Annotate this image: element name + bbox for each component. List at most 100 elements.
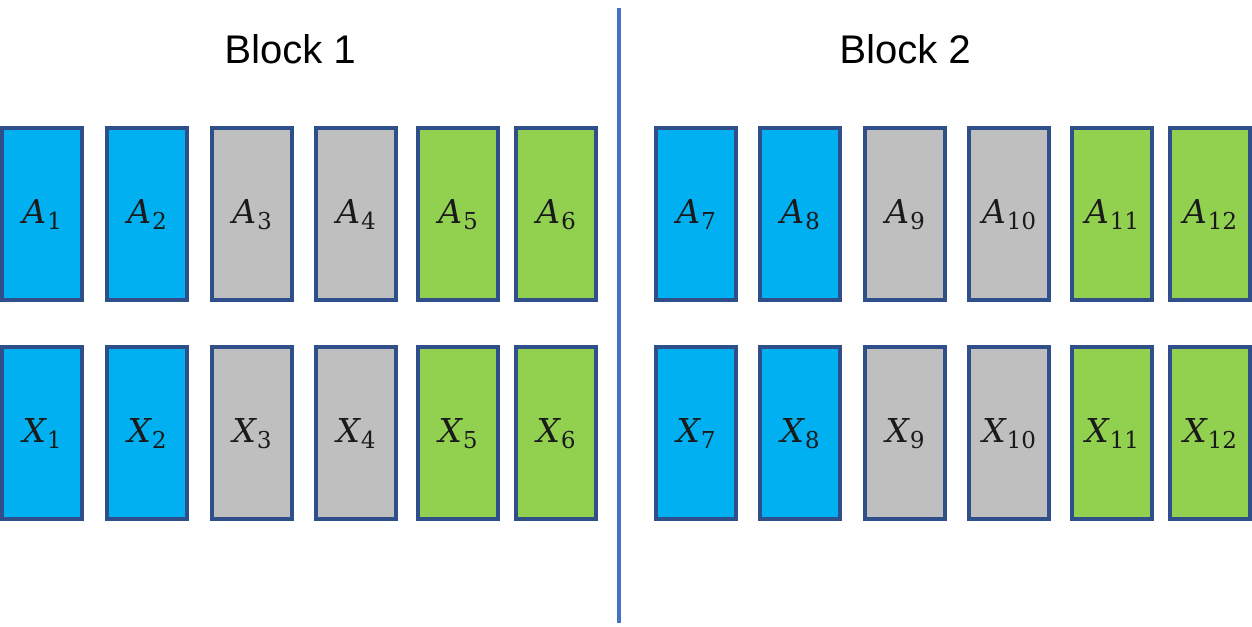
cell-label: A5 bbox=[438, 195, 477, 234]
cell-index: 1 bbox=[47, 208, 62, 235]
cell-index: 3 bbox=[257, 208, 272, 235]
cell-label: X9 bbox=[885, 414, 924, 453]
cell-letter: A bbox=[232, 191, 257, 231]
cell-label: A9 bbox=[885, 195, 924, 234]
cell-letter: X bbox=[232, 410, 256, 450]
cell-index: 9 bbox=[910, 208, 925, 235]
cell-x-1: X1 bbox=[0, 345, 84, 521]
cell-index: 8 bbox=[805, 208, 820, 235]
cell-label: A3 bbox=[232, 195, 271, 234]
cell-x-6: X6 bbox=[514, 345, 598, 521]
cell-index: 5 bbox=[462, 427, 478, 454]
cell-x-4: X4 bbox=[314, 345, 398, 521]
cell-letter: X bbox=[127, 410, 151, 450]
cell-index: 4 bbox=[361, 208, 376, 235]
cell-letter: X bbox=[676, 410, 700, 450]
cell-label: A1 bbox=[22, 195, 61, 234]
cell-index: 8 bbox=[804, 427, 820, 454]
cell-x-10: X10 bbox=[967, 345, 1051, 521]
cell-a-2: A2 bbox=[105, 126, 189, 302]
cell-letter: X bbox=[1183, 410, 1207, 450]
cell-letter: A bbox=[1084, 191, 1109, 231]
cell-x-9: X9 bbox=[863, 345, 947, 521]
cell-label: A8 bbox=[780, 195, 819, 234]
cell-label: X2 bbox=[127, 414, 166, 453]
cell-letter: A bbox=[336, 191, 361, 231]
cell-letter: X bbox=[336, 410, 360, 450]
cell-letter: X bbox=[885, 410, 909, 450]
cell-label: A2 bbox=[127, 195, 166, 234]
cell-label: A7 bbox=[676, 195, 715, 234]
cell-index: 11 bbox=[1109, 208, 1140, 235]
cell-a-11: A11 bbox=[1070, 126, 1154, 302]
cell-index: 6 bbox=[561, 208, 576, 235]
cell-index: 10 bbox=[1006, 427, 1036, 454]
cell-a-7: A7 bbox=[654, 126, 738, 302]
cell-letter: A bbox=[885, 191, 910, 231]
cell-label: A12 bbox=[1183, 195, 1237, 234]
cell-letter: A bbox=[981, 191, 1006, 231]
cell-x-7: X7 bbox=[654, 345, 738, 521]
cell-label: X5 bbox=[438, 414, 477, 453]
cell-label: X11 bbox=[1085, 414, 1139, 453]
cell-x-8: X8 bbox=[758, 345, 842, 521]
cell-x-11: X11 bbox=[1070, 345, 1154, 521]
cell-letter: X bbox=[536, 410, 560, 450]
cell-index: 6 bbox=[560, 427, 576, 454]
cell-letter: A bbox=[536, 191, 561, 231]
cell-index: 4 bbox=[360, 427, 376, 454]
cell-x-3: X3 bbox=[210, 345, 294, 521]
cell-a-10: A10 bbox=[967, 126, 1051, 302]
cell-letter: X bbox=[438, 410, 462, 450]
cell-letter: A bbox=[22, 191, 47, 231]
cell-letter: A bbox=[1182, 191, 1207, 231]
cell-label: X10 bbox=[982, 414, 1036, 453]
cell-a-1: A1 bbox=[0, 126, 84, 302]
cell-label: X7 bbox=[676, 414, 715, 453]
cell-index: 10 bbox=[1006, 208, 1037, 235]
cell-index: 9 bbox=[909, 427, 925, 454]
cell-label: X3 bbox=[232, 414, 271, 453]
cell-index: 3 bbox=[256, 427, 272, 454]
block-1-title: Block 1 bbox=[224, 28, 356, 72]
cell-label: X6 bbox=[536, 414, 575, 453]
block-2-title: Block 2 bbox=[839, 28, 971, 72]
cell-letter: A bbox=[676, 191, 701, 231]
cell-a-9: A9 bbox=[863, 126, 947, 302]
cell-index: 7 bbox=[701, 208, 716, 235]
cell-letter: X bbox=[22, 410, 46, 450]
cell-index: 12 bbox=[1207, 427, 1237, 454]
cell-x-12: X12 bbox=[1168, 345, 1252, 521]
cell-letter: X bbox=[780, 410, 804, 450]
cell-label: X1 bbox=[22, 414, 61, 453]
cell-x-5: X5 bbox=[416, 345, 500, 521]
cell-label: X12 bbox=[1183, 414, 1237, 453]
cell-index: 11 bbox=[1109, 427, 1139, 454]
cell-a-8: A8 bbox=[758, 126, 842, 302]
cell-letter: A bbox=[438, 191, 463, 231]
cell-label: A4 bbox=[336, 195, 375, 234]
cell-index: 2 bbox=[152, 208, 167, 235]
cell-letter: A bbox=[780, 191, 805, 231]
cell-label: A11 bbox=[1085, 195, 1139, 234]
cell-index: 5 bbox=[463, 208, 478, 235]
cell-index: 1 bbox=[46, 427, 62, 454]
cell-a-3: A3 bbox=[210, 126, 294, 302]
block-divider bbox=[617, 8, 621, 623]
cell-index: 12 bbox=[1207, 208, 1238, 235]
cell-a-6: A6 bbox=[514, 126, 598, 302]
cell-letter: X bbox=[982, 410, 1006, 450]
cell-label: A6 bbox=[536, 195, 575, 234]
cell-a-5: A5 bbox=[416, 126, 500, 302]
cell-label: A10 bbox=[982, 195, 1036, 234]
cell-a-12: A12 bbox=[1168, 126, 1252, 302]
cell-letter: A bbox=[127, 191, 152, 231]
cell-index: 7 bbox=[700, 427, 716, 454]
cell-x-2: X2 bbox=[105, 345, 189, 521]
cell-index: 2 bbox=[151, 427, 167, 454]
cell-a-4: A4 bbox=[314, 126, 398, 302]
cell-letter: X bbox=[1085, 410, 1109, 450]
cell-label: X4 bbox=[336, 414, 375, 453]
cell-label: X8 bbox=[780, 414, 819, 453]
